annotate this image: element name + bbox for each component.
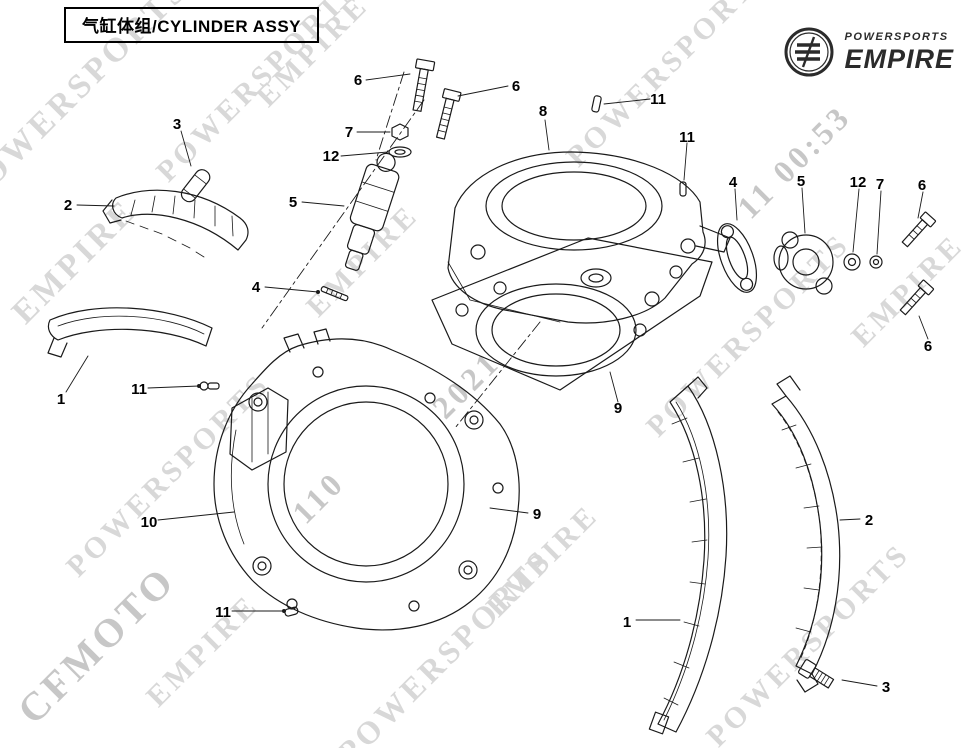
callout-3: 3 — [882, 679, 890, 696]
part-dowel-3a — [180, 169, 211, 203]
callout-6: 6 — [924, 338, 932, 355]
part-nut-7a — [388, 123, 412, 158]
callout-9: 9 — [533, 506, 541, 523]
callout-11: 11 — [131, 381, 147, 398]
callout-2: 2 — [865, 512, 873, 529]
callout-7: 7 — [876, 176, 884, 193]
callout-8: 8 — [539, 103, 547, 120]
part-number-callouts: 6 6 8 11 7 12 11 3 2 5 4 5 12 7 6 6 4 1 … — [57, 72, 932, 696]
part-cylinder-head — [447, 151, 731, 324]
part-oval-gasket-4 — [716, 223, 758, 293]
part-bolt-3b — [798, 659, 835, 689]
part-screw-11c — [199, 381, 220, 391]
page-title: 气缸体组/CYLINDER ASSY — [82, 17, 302, 36]
callout-1: 1 — [623, 614, 631, 631]
part-tensioner-shoe-left — [47, 307, 213, 358]
part-washer-12b — [843, 253, 861, 271]
callout-12: 12 — [323, 148, 340, 165]
callout-4: 4 — [729, 174, 738, 191]
callout-11: 11 — [650, 91, 666, 108]
part-cover-fitting-5b — [773, 231, 834, 295]
callout-6: 6 — [918, 177, 926, 194]
brand-logo: POWERSPORTS EMPIRE — [783, 26, 954, 78]
callout-5: 5 — [289, 194, 297, 211]
callout-10: 10 — [141, 514, 158, 531]
part-dowel-4b — [320, 286, 349, 302]
part-chain-guide-upper-left — [102, 189, 249, 258]
callout-3: 3 — [173, 116, 181, 133]
part-chain-guide-1-right — [648, 376, 728, 735]
part-pin-11d — [284, 606, 299, 617]
callout-11: 11 — [215, 604, 231, 621]
assembly-axis-lines — [261, 71, 541, 429]
callout-5: 5 — [797, 173, 805, 190]
part-cylinder-block — [213, 328, 520, 631]
callout-1: 1 — [57, 391, 65, 408]
logo-line-empire: EMPIRE — [844, 43, 954, 74]
part-tensioner-body-5a — [344, 152, 400, 271]
callout-2: 2 — [64, 197, 72, 214]
part-head-gasket — [431, 237, 713, 391]
part-pin-11a — [591, 95, 602, 113]
part-bolt-6a — [412, 58, 436, 112]
title-box: 气缸体组/CYLINDER ASSY — [64, 7, 320, 43]
callout-4: 4 — [252, 279, 261, 296]
callout-9: 9 — [614, 400, 622, 417]
empire-monogram-icon — [784, 27, 834, 77]
part-pin-11b — [679, 181, 687, 197]
part-chain-guide-2-right — [771, 375, 841, 693]
callout-7: 7 — [345, 124, 353, 141]
part-bolt-6d — [899, 279, 935, 316]
part-bolt-6b — [435, 88, 462, 140]
callout-12: 12 — [850, 174, 867, 191]
callout-11: 11 — [679, 129, 695, 146]
logo-text: POWERSPORTS EMPIRE — [844, 30, 954, 74]
part-plug-7b — [869, 255, 883, 269]
callout-leader-lines — [65, 73, 929, 687]
logo-line-powersports: POWERSPORTS — [844, 30, 949, 43]
callout-6: 6 — [354, 72, 362, 89]
callout-6: 6 — [512, 78, 520, 95]
part-bolt-6c — [901, 211, 937, 248]
